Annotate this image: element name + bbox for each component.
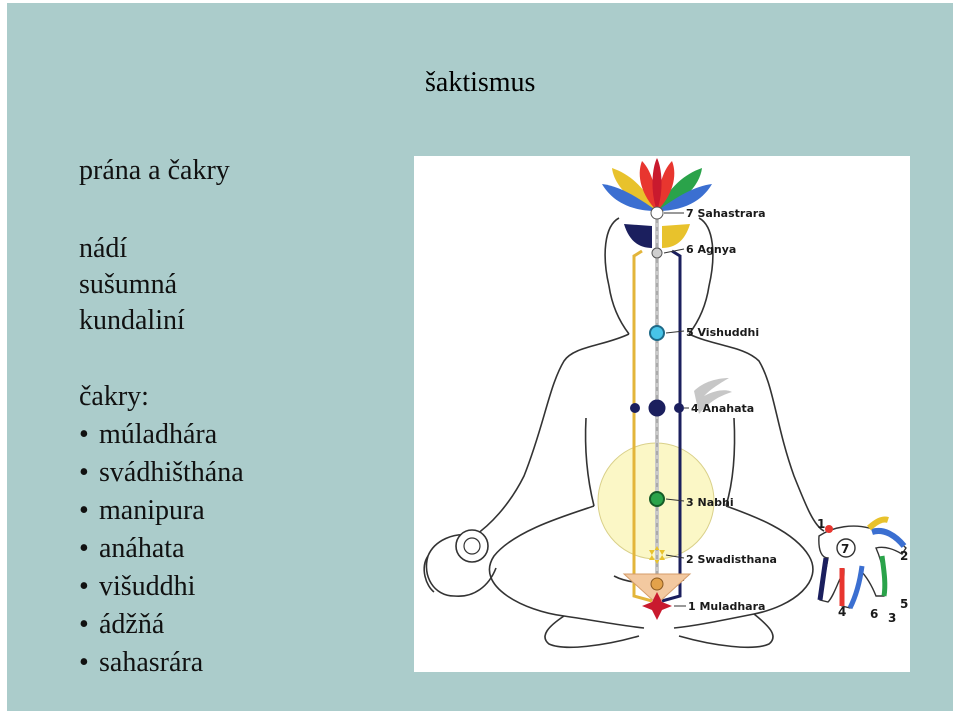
chakra-list-item: •svádhišthána	[79, 457, 244, 488]
hand-number: 2	[900, 549, 908, 563]
ida-channel	[632, 249, 653, 603]
swadisthana-chakra-icon	[649, 546, 665, 564]
lotus-crown-icon	[602, 158, 712, 248]
anahata-chakra-icon	[648, 399, 666, 417]
term-susumna: sušumná	[79, 269, 177, 300]
label-sahastrara: 7 Sahastrara	[686, 207, 766, 220]
sahastrara-point	[650, 206, 664, 220]
vishuddhi-chakra-icon	[649, 325, 665, 341]
chakras-heading: čakry:	[79, 381, 149, 412]
term-kundalini: kundaliní	[79, 305, 185, 336]
chakra-list-item: •anáhata	[79, 533, 185, 564]
chakra-list-item: •ádžňá	[79, 609, 165, 640]
label-anahata: 4 Anahata	[691, 402, 754, 415]
left-palm-inner-circle	[463, 537, 481, 555]
hand-number: 3	[888, 611, 896, 625]
agnya-point	[651, 247, 663, 259]
right-hand-icon	[817, 516, 907, 610]
label-leaders	[663, 212, 689, 607]
hand-number: 5	[900, 597, 908, 611]
chakra-list-item: •múladhára	[79, 419, 218, 450]
chakra-list-item: •manipura	[79, 495, 205, 526]
hand-badge: 7	[841, 542, 849, 556]
label-nabhi: 3 Nabhi	[686, 496, 734, 509]
muladhara-chakra-icon	[642, 592, 672, 620]
slide-title: šaktismus	[425, 67, 536, 98]
chakra-body-diagram: 7 Sahastrara 6 Agnya 5 Vishuddhi 4 Anaha…	[423, 158, 908, 649]
hand-number: 4	[838, 605, 846, 619]
anahata-right-point	[674, 403, 684, 413]
label-muladhara: 1 Muladhara	[688, 600, 765, 613]
term-nadi: nádí	[79, 233, 128, 264]
label-agnya: 6 Agnya	[686, 243, 736, 256]
body-outline	[423, 217, 825, 649]
heading-prana: prána a čakry	[79, 155, 230, 186]
label-swadisthana: 2 Swadisthana	[686, 553, 777, 566]
chakra-figure: 7 Sahastrara 6 Agnya 5 Vishuddhi 4 Anaha…	[414, 156, 910, 672]
hand-number: 6	[870, 607, 878, 621]
chakra-list-item: •sahasrára	[79, 647, 204, 678]
kundalini-coil-icon	[650, 577, 664, 591]
dove-icon	[694, 378, 732, 414]
chakra-list-item: •višuddhi	[79, 571, 196, 602]
label-vishuddhi: 5 Vishuddhi	[686, 326, 759, 339]
nabhi-chakra-icon	[649, 491, 665, 507]
pingala-channel	[661, 249, 682, 603]
anahata-left-point	[630, 403, 640, 413]
hand-number: 1	[817, 517, 825, 531]
